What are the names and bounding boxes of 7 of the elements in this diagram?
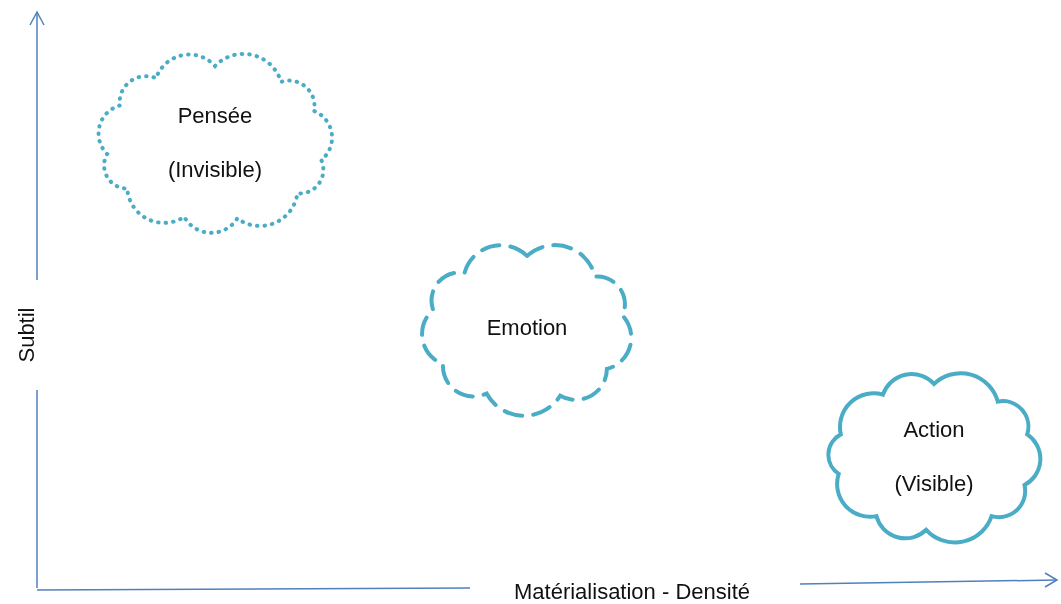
cloud-text: Pensée <box>177 103 253 129</box>
cloud-text: Action <box>903 417 965 443</box>
axis-label: Matérialisation - Densité <box>514 579 750 604</box>
cloud-text: (Visible) <box>894 471 974 497</box>
cloud-text: Emotion <box>486 315 568 341</box>
axis-label: Subtil <box>13 307 39 363</box>
cloud-text: (Invisible) <box>167 157 263 183</box>
